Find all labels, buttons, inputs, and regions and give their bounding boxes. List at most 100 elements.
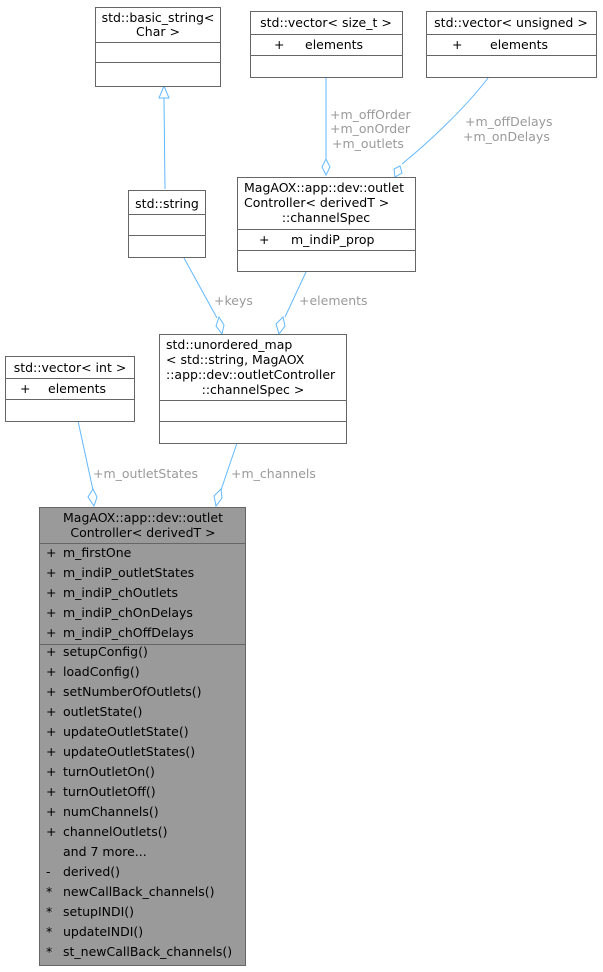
class-vector-size-t[interactable]: std::vector< size_t > + elements [250, 11, 403, 78]
class-vector-unsigned[interactable]: std::vector< unsigned > + elements [426, 11, 597, 78]
member-name: updateOutletState() [63, 724, 189, 739]
member-row[interactable]: + m_indiP_chOutlets [46, 585, 178, 600]
member-visibility: + [46, 704, 56, 719]
member-visibility: + [46, 585, 56, 600]
class-title: Controller< derivedT > [70, 525, 215, 540]
edge-label: +m_outlets [332, 136, 404, 151]
member-name: m_indiP_prop [291, 232, 374, 247]
class-title: ::app::dev::outletController [166, 367, 336, 382]
member-row[interactable]: +channelOutlets() [46, 824, 167, 839]
member-visibility: + [46, 565, 56, 580]
member-name: elements [305, 37, 363, 52]
class-unordered-map[interactable]: std::unordered_map < std::string, MagAOX… [159, 334, 347, 444]
member-row[interactable]: and 7 more... [63, 844, 147, 859]
aggregation-diamond-icon [275, 316, 286, 336]
member-row[interactable]: + m_indiP_chOffDelays [46, 625, 194, 640]
edge-elements [284, 271, 307, 318]
member-visibility: + [46, 684, 56, 699]
member-name: elements [490, 37, 548, 52]
aggregation-diamond-icon [321, 157, 331, 177]
member-row[interactable]: + setupConfig() [46, 644, 148, 659]
class-title: Char > [136, 24, 180, 39]
class-title: < std::string, MagAOX [166, 352, 305, 367]
class-std-string[interactable]: std::string [128, 190, 206, 258]
member-name: setupConfig() [63, 644, 148, 659]
member-visibility: * [46, 944, 52, 959]
member-name: m_indiP_chOutlets [63, 585, 178, 600]
member-visibility: + [274, 37, 284, 52]
member-name: setNumberOfOutlets() [63, 684, 202, 699]
edge-outlet-states [77, 420, 94, 491]
member-name: m_indiP_chOnDelays [63, 605, 193, 620]
member-visibility: * [46, 924, 52, 939]
class-title: MagAOX::app::dev::outlet [63, 510, 223, 525]
member-name: turnOutletOn() [63, 764, 155, 779]
class-title: std::vector< unsigned > [434, 15, 588, 30]
member-row[interactable]: + turnOutletOn() [46, 764, 155, 779]
class-title: ::channelSpec [282, 210, 370, 225]
aggregation-diamond-icon [87, 487, 98, 508]
member-visibility: - [46, 864, 51, 879]
member-row[interactable]: +m_firstOne [46, 545, 132, 560]
member-row[interactable]: + updateOutletStates() [46, 744, 195, 759]
attribute-list: +m_firstOne+m_indiP_outletStates+m_indiP… [46, 545, 194, 640]
member-visibility: + [46, 764, 56, 779]
class-title: MagAOX::app::dev::outlet [244, 180, 404, 195]
member-row[interactable]: + updateOutletState() [46, 724, 189, 739]
edge-delays [401, 77, 489, 165]
class-channel-spec[interactable]: MagAOX::app::dev::outlet Controller< der… [237, 177, 416, 272]
edge-inheritance-string [163, 97, 166, 190]
member-name: and 7 more... [63, 844, 147, 859]
class-title: std::basic_string< [102, 10, 215, 25]
edge-channels [220, 442, 238, 491]
member-name: st_newCallBack_channels() [63, 944, 232, 959]
class-title: Controller< derivedT > [244, 195, 389, 210]
edge-label: +m_outletStates [93, 466, 198, 481]
member-visibility: + [20, 381, 30, 396]
member-name: m_indiP_outletStates [63, 565, 194, 580]
member-row[interactable]: -derived() [46, 864, 120, 879]
member-name: elements [48, 381, 106, 396]
member-visibility: + [259, 232, 269, 247]
member-row[interactable]: *updateINDI() [46, 924, 143, 939]
edge-label: +m_channels [231, 466, 316, 481]
member-row[interactable]: +numChannels() [46, 804, 159, 819]
edge-label: +elements [299, 293, 368, 308]
member-name: updateOutletStates() [63, 744, 195, 759]
class-title: std::unordered_map [166, 337, 292, 352]
edge-label: +m_onOrder [330, 121, 411, 136]
method-list: +setupConfig()+loadConfig()+setNumberOfO… [46, 644, 232, 959]
class-vector-int[interactable]: std::vector< int > + elements [5, 356, 135, 422]
edge-labels: +m_offOrder +m_onOrder +m_outlets +m_off… [93, 107, 553, 481]
member-row[interactable]: + m_indiP_outletStates [46, 565, 194, 580]
member-name: newCallBack_channels() [63, 884, 215, 899]
member-name: derived() [63, 864, 120, 879]
class-title: std::string [135, 196, 199, 211]
member-name: setupINDI() [63, 904, 134, 919]
member-visibility: + [46, 744, 56, 759]
member-visibility: + [46, 644, 56, 659]
member-visibility: + [46, 664, 56, 679]
member-visibility: + [46, 625, 56, 640]
aggregation-diamond-icon [215, 315, 225, 336]
class-basic-string[interactable]: std::basic_string< Char > [95, 7, 221, 87]
member-row[interactable]: +m_indiP_chOnDelays [46, 605, 193, 620]
member-row[interactable]: + setNumberOfOutlets() [46, 684, 202, 699]
member-visibility: + [46, 804, 56, 819]
member-row[interactable]: *newCallBack_channels() [46, 884, 215, 899]
member-name: turnOutletOff() [63, 784, 156, 799]
member-row[interactable]: +turnOutletOff() [46, 784, 156, 799]
class-outlet-controller[interactable]: MagAOX::app::dev::outlet Controller< der… [39, 507, 246, 966]
class-title: std::vector< size_t > [260, 15, 392, 30]
member-visibility: * [46, 904, 52, 919]
member-row[interactable]: +outletState() [46, 704, 142, 719]
member-visibility: + [46, 545, 56, 560]
member-visibility: + [46, 724, 56, 739]
member-visibility: + [46, 824, 56, 839]
member-name: m_indiP_chOffDelays [63, 625, 194, 640]
member-row[interactable]: * setupINDI() [46, 904, 134, 919]
member-row[interactable]: +loadConfig() [46, 664, 140, 679]
member-row[interactable]: * st_newCallBack_channels() [46, 944, 232, 959]
